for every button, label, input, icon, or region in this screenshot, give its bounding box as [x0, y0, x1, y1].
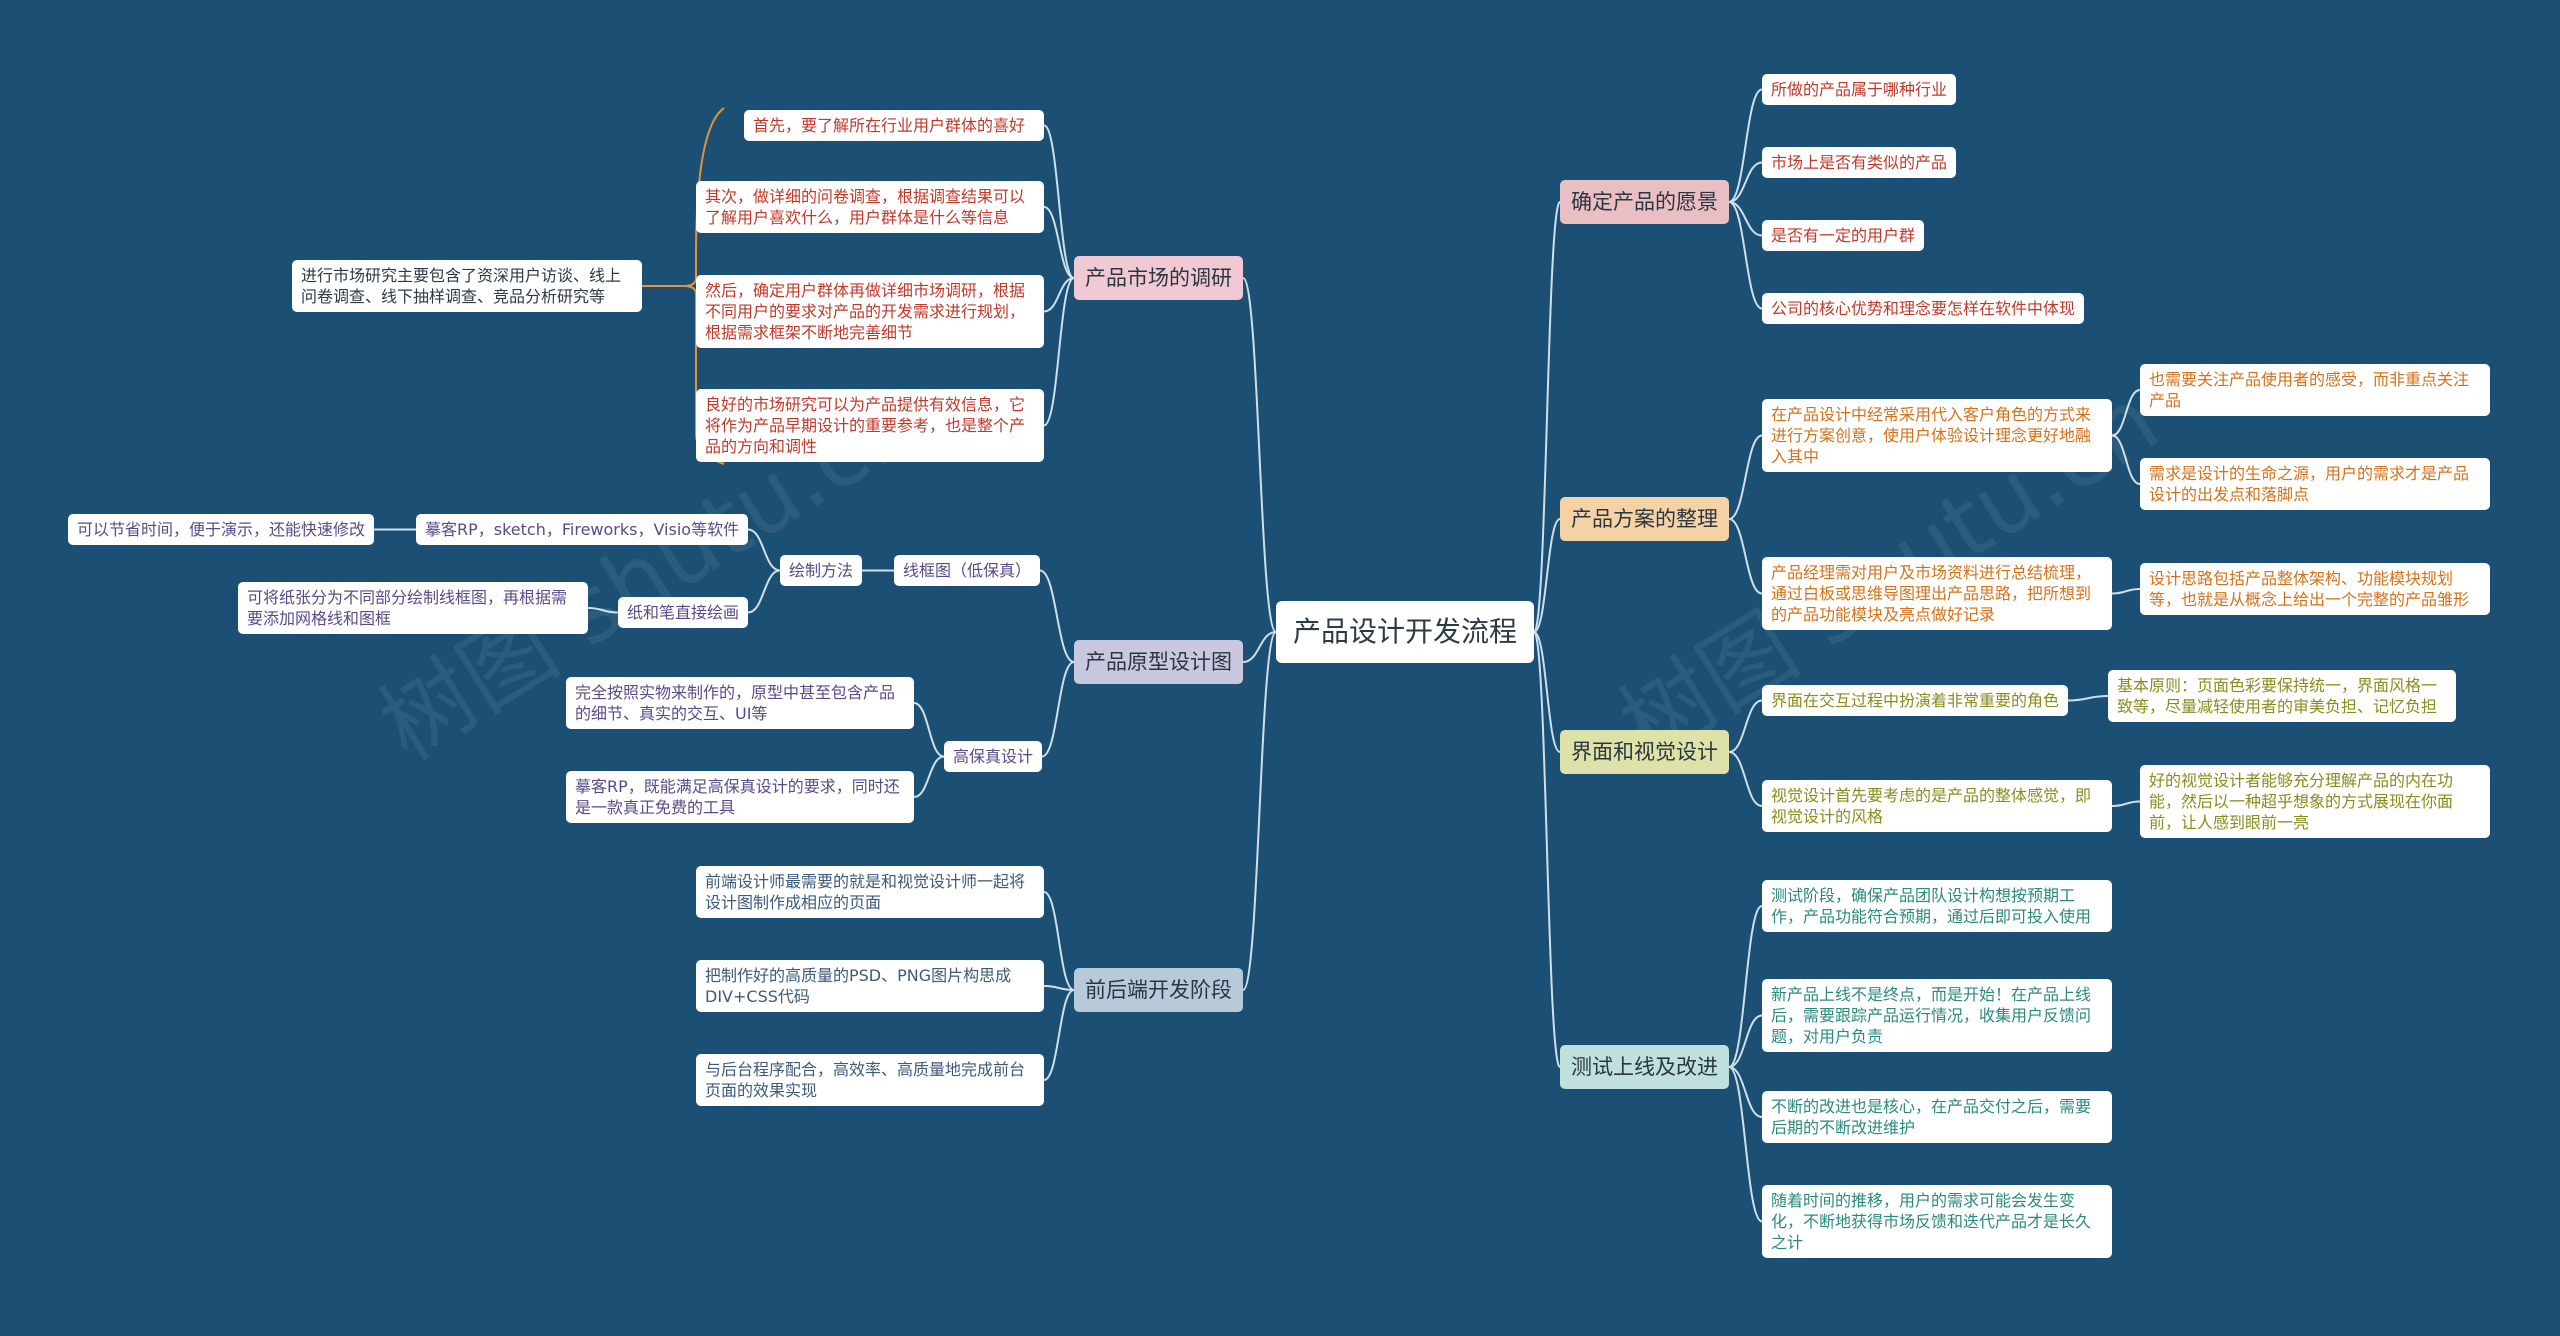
- link-test-child-3: [1728, 1066, 1763, 1118]
- link-market-child-3: [1043, 277, 1075, 313]
- proto-paper-note[interactable]: 可将纸张分为不同部分绘制线框图，再根据需要添加网格线和图框: [238, 582, 588, 634]
- test-child-3[interactable]: 不断的改进也是核心，在产品交付之后，需要后期的不断改进维护: [1762, 1091, 2112, 1143]
- link-test-child-2: [1728, 1014, 1763, 1068]
- link-root-branch-market: [1242, 277, 1277, 633]
- plan-child-1[interactable]: 在产品设计中经常采用代入客户角色的方式来进行方案创意，使用户体验设计理念更好地融…: [1762, 399, 2112, 472]
- link-hifi-1: [913, 702, 945, 758]
- market-child-1[interactable]: 首先，要了解所在行业用户群体的喜好: [744, 110, 1044, 141]
- link-root-branch-prototype: [1242, 631, 1277, 663]
- link-paper-note: [587, 607, 619, 614]
- link-plan-1-1: [2111, 389, 2141, 437]
- ui-child-2-sub-1[interactable]: 好的视觉设计者能够充分理解产品的内在功能，然后以一种超乎想象的方式展现在你面前，…: [2140, 765, 2490, 838]
- link-draw-paper: [747, 569, 781, 614]
- plan-child-2-sub-1[interactable]: 设计思路包括产品整体架构、功能模块规划等，也就是从概念上给出一个完整的产品雏形: [2140, 563, 2490, 615]
- link-dev-child-1: [1043, 891, 1075, 991]
- proto-wireframe[interactable]: 线框图（低保真）: [894, 555, 1041, 586]
- dev-child-2[interactable]: 把制作好的高质量的PSD、PNG图片构思成DIV+CSS代码: [696, 960, 1044, 1012]
- link-vision-child-3: [1728, 201, 1763, 237]
- link-plan-1: [1728, 434, 1763, 520]
- dev-child-1[interactable]: 前端设计师最需要的就是和视觉设计师一起将设计图制作成相应的页面: [696, 866, 1044, 918]
- link-dev-child-2: [1043, 985, 1075, 991]
- branch-ui[interactable]: 界面和视觉设计: [1560, 730, 1729, 774]
- link-market-child-4: [1043, 277, 1075, 427]
- proto-hifi[interactable]: 高保真设计: [944, 741, 1043, 772]
- link-root-branch-test: [1533, 631, 1561, 1068]
- dev-child-3[interactable]: 与后台程序配合，高效率、高质量地完成前台页面的效果实现: [696, 1054, 1044, 1106]
- link-plan-1-2: [2111, 434, 2141, 485]
- root-node[interactable]: 产品设计开发流程: [1276, 601, 1534, 663]
- link-root-branch-vision: [1533, 201, 1561, 633]
- proto-hifi-child-1[interactable]: 完全按照实物来制作的，原型中甚至包含产品的细节、真实的交互、UI等: [566, 677, 914, 729]
- test-child-1[interactable]: 测试阶段，确保产品团队设计构想按预期工作，产品功能符合预期，通过后即可投入使用: [1762, 880, 2112, 932]
- market-child-4[interactable]: 良好的市场研究可以为产品提供有效信息，它将作为产品早期设计的重要参考，也是整个产…: [696, 389, 1044, 462]
- link-root-branch-dev: [1242, 631, 1277, 991]
- vision-child-4[interactable]: 公司的核心优势和理念要怎样在软件中体现: [1762, 293, 2085, 324]
- link-vision-child-1: [1728, 88, 1763, 203]
- link-ui-1-1: [2067, 695, 2109, 702]
- link-dev-child-3: [1043, 989, 1075, 1081]
- plan-child-1-sub-2[interactable]: 需求是设计的生命之源，用户的需求才是产品设计的出发点和落脚点: [2140, 458, 2490, 510]
- market-child-2[interactable]: 其次，做详细的问卷调查，根据调查结果可以了解用户喜欢什么，用户群体是什么等信息: [696, 181, 1044, 233]
- vision-child-2[interactable]: 市场上是否有类似的产品: [1762, 147, 1957, 178]
- link-test-child-1: [1728, 905, 1763, 1068]
- link-market-child-2: [1043, 206, 1075, 279]
- link-proto-hifi: [1041, 661, 1075, 758]
- link-market-child-1: [1043, 124, 1075, 279]
- proto-software[interactable]: 摹客RP，sketch，Fireworks，Visio等软件: [416, 514, 749, 545]
- proto-paper[interactable]: 纸和笔直接绘画: [618, 597, 749, 628]
- link-proto-wire: [1039, 569, 1075, 663]
- link-plan-2-1: [2111, 588, 2141, 595]
- proto-draw-method[interactable]: 绘制方法: [780, 555, 863, 586]
- link-root-branch-plan: [1533, 518, 1561, 633]
- branch-market[interactable]: 产品市场的调研: [1074, 256, 1243, 300]
- link-vision-child-2: [1728, 161, 1763, 203]
- link-ui-2: [1728, 751, 1763, 807]
- market-summary[interactable]: 进行市场研究主要包含了资深用户访谈、线上问卷调查、线下抽样调查、竞品分析研究等: [292, 260, 642, 312]
- proto-hifi-child-2[interactable]: 摹客RP，既能满足高保真设计的要求，同时还是一款真正免费的工具: [566, 771, 914, 823]
- ui-child-1-sub-1[interactable]: 基本原则：页面色彩要保持统一，界面风格一致等，尽量减轻使用者的审美负担、记忆负担: [2108, 670, 2456, 722]
- plan-child-2[interactable]: 产品经理需对用户及市场资料进行总结梳理，通过白板或思维导图理出产品思路，把所想到…: [1762, 557, 2112, 630]
- branch-test[interactable]: 测试上线及改进: [1560, 1045, 1729, 1089]
- branch-dev[interactable]: 前后端开发阶段: [1074, 968, 1243, 1012]
- proto-software-note[interactable]: 可以节省时间，便于演示，还能快速修改: [68, 514, 375, 545]
- link-plan-2: [1728, 518, 1763, 595]
- vision-child-1[interactable]: 所做的产品属于哪种行业: [1762, 74, 1957, 105]
- vision-child-3[interactable]: 是否有一定的用户群: [1762, 220, 1925, 251]
- link-vision-child-4: [1728, 201, 1763, 310]
- test-child-4[interactable]: 随着时间的推移，用户的需求可能会发生变化，不断地获得市场反馈和迭代产品才是长久之…: [1762, 1185, 2112, 1258]
- branch-prototype[interactable]: 产品原型设计图: [1074, 640, 1243, 684]
- plan-child-1-sub-1[interactable]: 也需要关注产品使用者的感受，而非重点关注产品: [2140, 364, 2490, 416]
- ui-child-1[interactable]: 界面在交互过程中扮演着非常重要的角色: [1762, 685, 2069, 716]
- link-hifi-2: [913, 755, 945, 798]
- ui-child-2[interactable]: 视觉设计首先要考虑的是产品的整体感觉，即视觉设计的风格: [1762, 780, 2112, 832]
- link-draw-software: [747, 528, 781, 572]
- link-test-child-4: [1728, 1066, 1763, 1223]
- branch-vision[interactable]: 确定产品的愿景: [1560, 180, 1729, 224]
- market-child-3[interactable]: 然后，确定用户群体再做详细市场调研，根据不同用户的要求对产品的开发需求进行规划，…: [696, 275, 1044, 348]
- link-root-branch-ui: [1533, 631, 1561, 753]
- test-child-2[interactable]: 新产品上线不是终点，而是开始！在产品上线后，需要跟踪产品运行情况，收集用户反馈问…: [1762, 979, 2112, 1052]
- branch-plan[interactable]: 产品方案的整理: [1560, 497, 1729, 541]
- link-ui-1: [1728, 699, 1763, 753]
- link-ui-2-1: [2111, 800, 2141, 807]
